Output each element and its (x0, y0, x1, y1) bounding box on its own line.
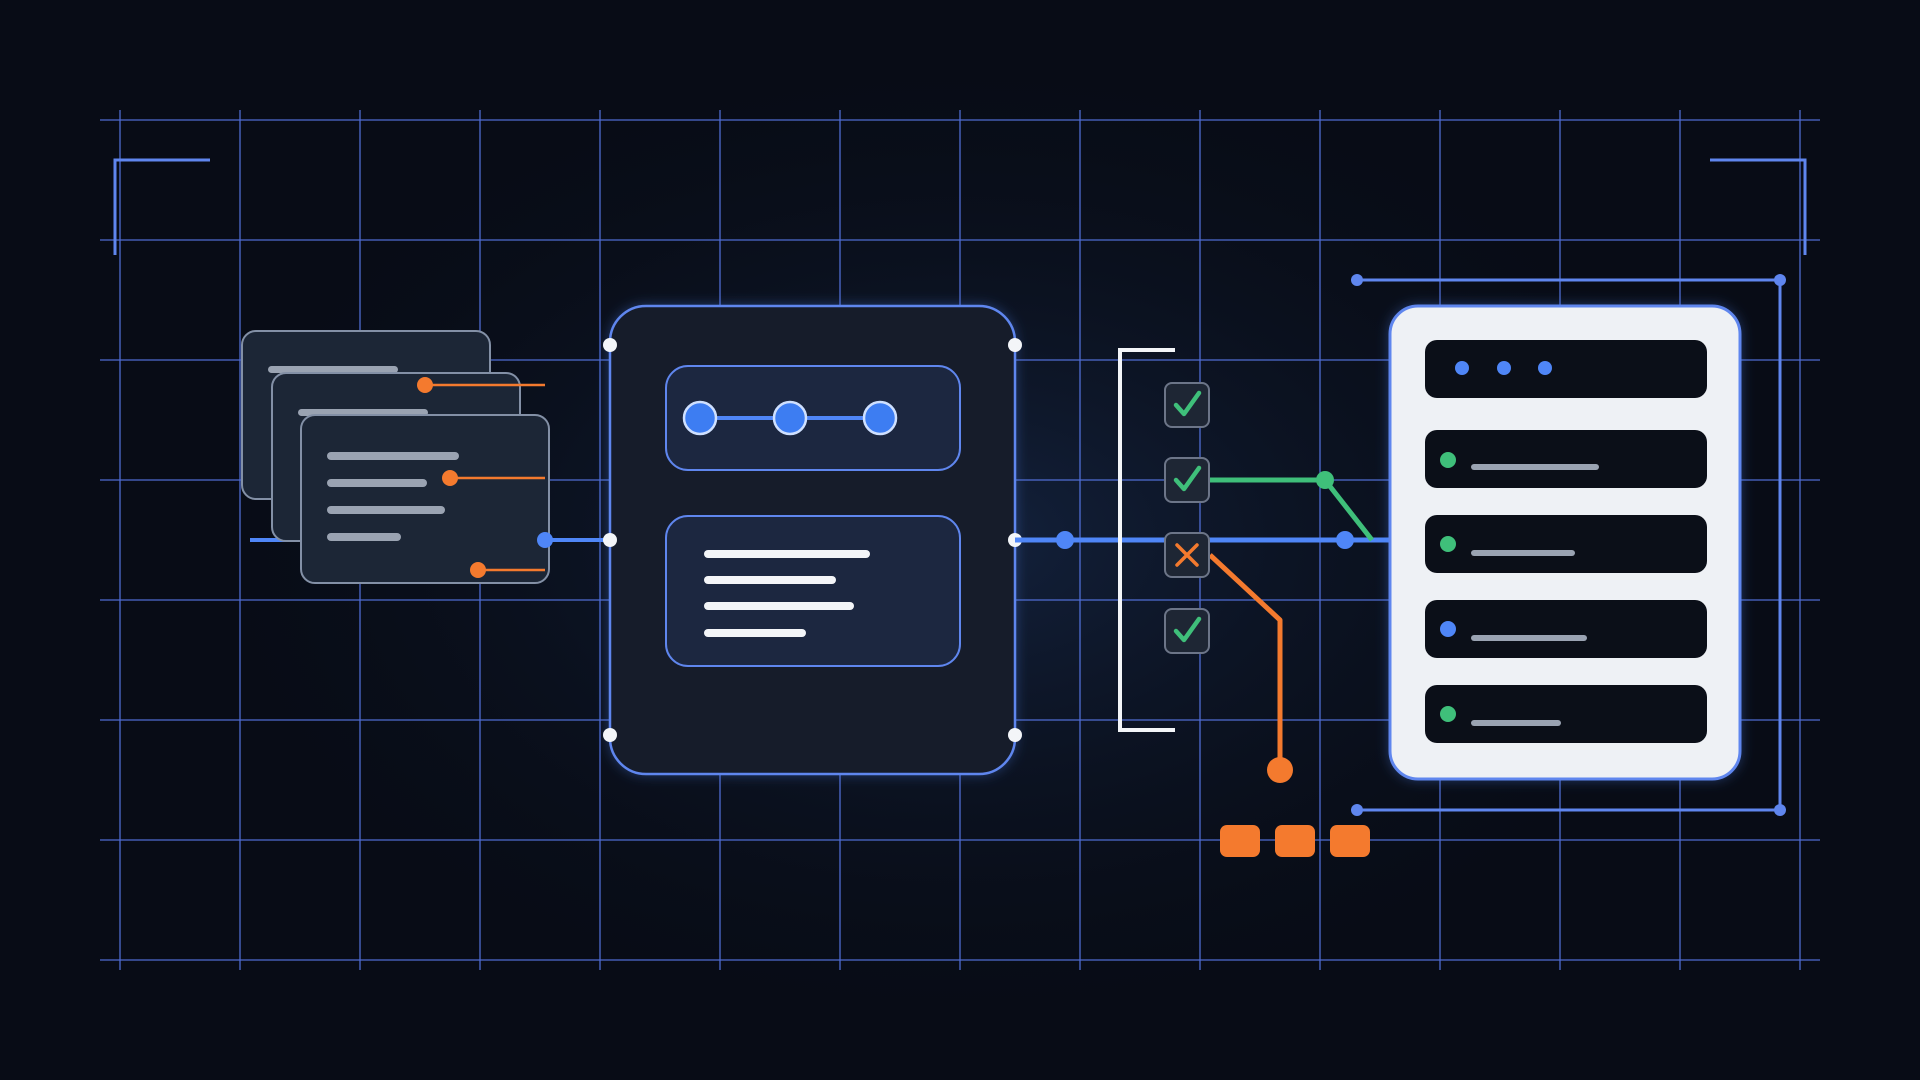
text-line (704, 576, 836, 584)
corner-handle (603, 338, 617, 352)
check-item-3 (1164, 532, 1210, 578)
status-dot (1440, 452, 1456, 468)
check-icon (1173, 390, 1202, 417)
orange-marker (470, 562, 486, 578)
validation-bracket (1118, 348, 1175, 732)
server-slot-3 (1425, 600, 1707, 658)
document-card-front (300, 414, 550, 584)
text-line (704, 550, 870, 558)
orange-block (1275, 825, 1315, 857)
header-dot (1538, 361, 1552, 375)
document-text-line (327, 533, 401, 541)
header-dot (1455, 361, 1469, 375)
processor-panel (603, 304, 1022, 776)
corner-handle (603, 728, 617, 742)
green-branch-node (1316, 471, 1334, 489)
orange-marker (442, 470, 458, 486)
server-frame-line (1357, 278, 1782, 812)
corner-bracket-top-right (1710, 158, 1807, 255)
document-text-line (327, 506, 445, 514)
server-header (1425, 340, 1707, 398)
text-line (704, 629, 806, 637)
pipeline-box (665, 365, 961, 471)
orange-branch-node (1267, 757, 1293, 783)
connector-node (537, 532, 553, 548)
frame-node (1774, 804, 1786, 816)
check-item-2 (1164, 457, 1210, 503)
frame-node (1774, 274, 1786, 286)
pipeline-node (772, 400, 808, 436)
document-text-line (327, 452, 459, 460)
server-slot-4 (1425, 685, 1707, 743)
status-dot (1440, 621, 1456, 637)
text-line (704, 602, 854, 610)
corner-handle (1008, 338, 1022, 352)
status-dot (1440, 706, 1456, 722)
orange-block (1330, 825, 1370, 857)
corner-handle (603, 533, 617, 547)
document-text-line (327, 479, 427, 487)
server-slot-1 (1425, 430, 1707, 488)
status-dot (1440, 536, 1456, 552)
check-item-4 (1164, 608, 1210, 654)
server-panel (1388, 304, 1742, 781)
flow-node (1056, 531, 1074, 549)
flow-node (1336, 531, 1354, 549)
server-slot-2 (1425, 515, 1707, 573)
frame-node (1351, 274, 1363, 286)
corner-handle (1008, 728, 1022, 742)
orange-branch-line (1208, 553, 1283, 770)
header-dot (1497, 361, 1511, 375)
orange-marker (417, 377, 433, 393)
orange-block (1220, 825, 1260, 857)
check-item-1 (1164, 382, 1210, 428)
check-icon (1173, 465, 1202, 492)
check-icon (1173, 616, 1202, 643)
text-box (665, 515, 961, 667)
pipeline-node (862, 400, 898, 436)
document-stack (241, 330, 550, 584)
frame-node (1351, 804, 1363, 816)
cross-icon (1175, 543, 1199, 567)
corner-bracket-top-left (113, 158, 210, 255)
pipeline-node (682, 400, 718, 436)
